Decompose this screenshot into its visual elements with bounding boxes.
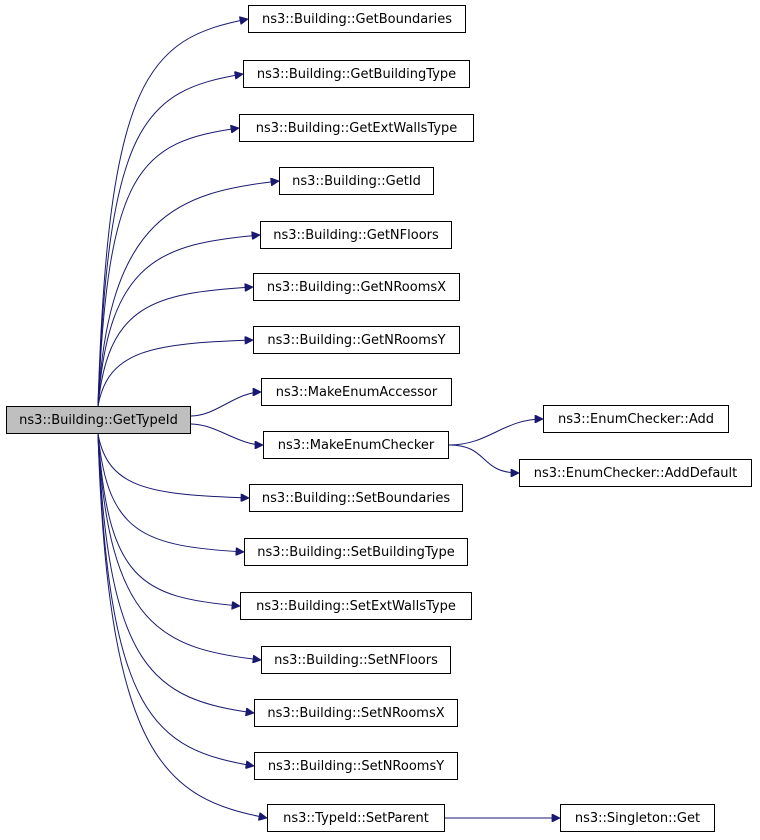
edge-root-to-n8: [190, 392, 261, 417]
edge-root-to-n1: [97, 19, 248, 407]
edge-root-to-n10: [97, 433, 249, 498]
node-singleton-get[interactable]: ns3::Singleton::Get: [560, 804, 715, 832]
edge-root-to-n7: [97, 340, 253, 407]
node-building-setbuildingtype[interactable]: ns3::Building::SetBuildingType: [244, 538, 468, 566]
node-enumchecker-adddefault[interactable]: ns3::EnumChecker::AddDefault: [519, 459, 752, 487]
node-building-getnroomsx[interactable]: ns3::Building::GetNRoomsX: [253, 273, 460, 301]
edge-root-to-n11: [97, 433, 244, 552]
node-building-getboundaries[interactable]: ns3::Building::GetBoundaries: [248, 5, 466, 33]
node-building-setnroomsy[interactable]: ns3::Building::SetNRoomsY: [254, 752, 458, 780]
node-building-getbuildingtype[interactable]: ns3::Building::GetBuildingType: [243, 60, 470, 88]
node-building-getnroomsy[interactable]: ns3::Building::GetNRoomsY: [253, 326, 460, 354]
node-building-setextwallstype[interactable]: ns3::Building::SetExtWallsType: [240, 592, 472, 620]
node-building-getextwallstype[interactable]: ns3::Building::GetExtWallsType: [239, 114, 474, 142]
edge-root-to-n16: [97, 433, 267, 818]
node-building-setnroomsx[interactable]: ns3::Building::SetNRoomsX: [254, 699, 458, 727]
edge-root-to-n6: [97, 287, 253, 407]
node-building-setnfloors[interactable]: ns3::Building::SetNFloors: [261, 646, 451, 674]
edge-root-to-n5: [97, 235, 260, 407]
node-building-setboundaries[interactable]: ns3::Building::SetBoundaries: [249, 484, 463, 512]
node-building-gettypeid: ns3::Building::GetTypeId: [6, 406, 191, 434]
node-typeid-setparent[interactable]: ns3::TypeId::SetParent: [267, 804, 445, 832]
node-makeenumchecker[interactable]: ns3::MakeEnumChecker: [263, 431, 449, 459]
edge-root-to-n9: [190, 423, 263, 445]
edge-root-to-n4: [97, 181, 279, 407]
edge-root-to-n2: [97, 74, 243, 407]
edge-root-to-n12: [97, 433, 240, 606]
edge-n9-to-n18: [448, 444, 519, 473]
node-building-getnfloors[interactable]: ns3::Building::GetNFloors: [260, 221, 452, 249]
node-enumchecker-add[interactable]: ns3::EnumChecker::Add: [543, 405, 729, 433]
edge-root-to-n3: [97, 128, 239, 407]
edge-root-to-n13: [97, 433, 261, 660]
node-makeenumaccessor[interactable]: ns3::MakeEnumAccessor: [261, 378, 452, 406]
node-building-getid[interactable]: ns3::Building::GetId: [279, 167, 434, 195]
edge-root-to-n15: [97, 433, 254, 766]
edge-n9-to-n17: [448, 419, 543, 446]
edge-root-to-n14: [97, 433, 254, 713]
